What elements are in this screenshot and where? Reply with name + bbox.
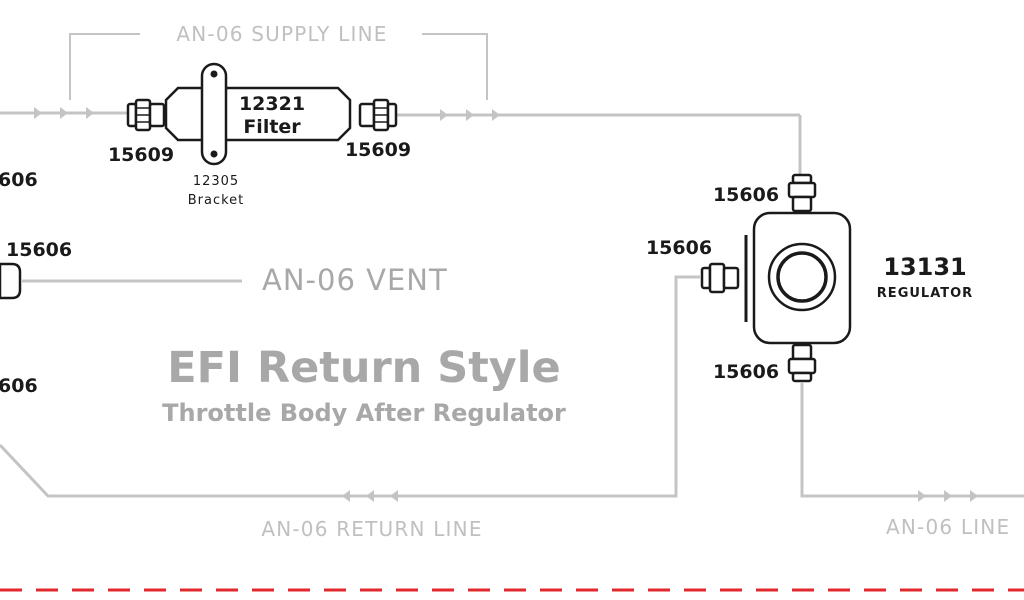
regulator-name: REGULATOR	[877, 286, 973, 301]
regulator-fitting-top	[787, 173, 817, 213]
diagram-subtitle: Throttle Body After Regulator	[162, 399, 566, 427]
filter-bracket	[200, 62, 228, 166]
fuel-filter	[126, 62, 398, 166]
diagram-title: EFI Return Style	[167, 343, 560, 393]
outlet-line	[800, 383, 1024, 502]
filter-fitting-right-label: 15609	[345, 139, 411, 161]
filter-part-number: 12321	[239, 93, 305, 115]
regulator-part-number: 13131	[883, 253, 967, 281]
vent-line-label: AN-06 VENT	[262, 263, 448, 297]
outlet-line-label: AN-06 LINE	[886, 515, 1010, 539]
filter-fitting-left-label: 15609	[108, 144, 174, 166]
regulator-fitting-top-label: 15606	[713, 184, 779, 206]
filter-fitting-right	[358, 98, 398, 132]
supply-line-label: AN-06 SUPPLY LINE	[176, 22, 387, 46]
regulator-fitting-left-label: 15606	[646, 237, 712, 259]
supply-line	[0, 33, 802, 180]
regulator-fitting-bottom-label: 15606	[713, 361, 779, 383]
vent-line	[0, 262, 242, 300]
filter-name: Filter	[243, 116, 301, 138]
filter-fitting-left	[126, 98, 166, 132]
regulator-fitting-left	[700, 262, 740, 294]
regulator-fitting-bottom	[787, 343, 817, 383]
left-fitting-top-label: 606	[0, 169, 38, 191]
bracket-part-number: 12305	[193, 174, 239, 189]
left-fitting-mid-label: 15606	[6, 239, 72, 261]
left-fitting-low-label: 606	[0, 375, 38, 397]
fuel-regulator	[700, 173, 852, 383]
return-line-label: AN-06 RETURN LINE	[261, 517, 482, 541]
bracket-name: Bracket	[188, 193, 245, 208]
return-line	[0, 275, 700, 502]
